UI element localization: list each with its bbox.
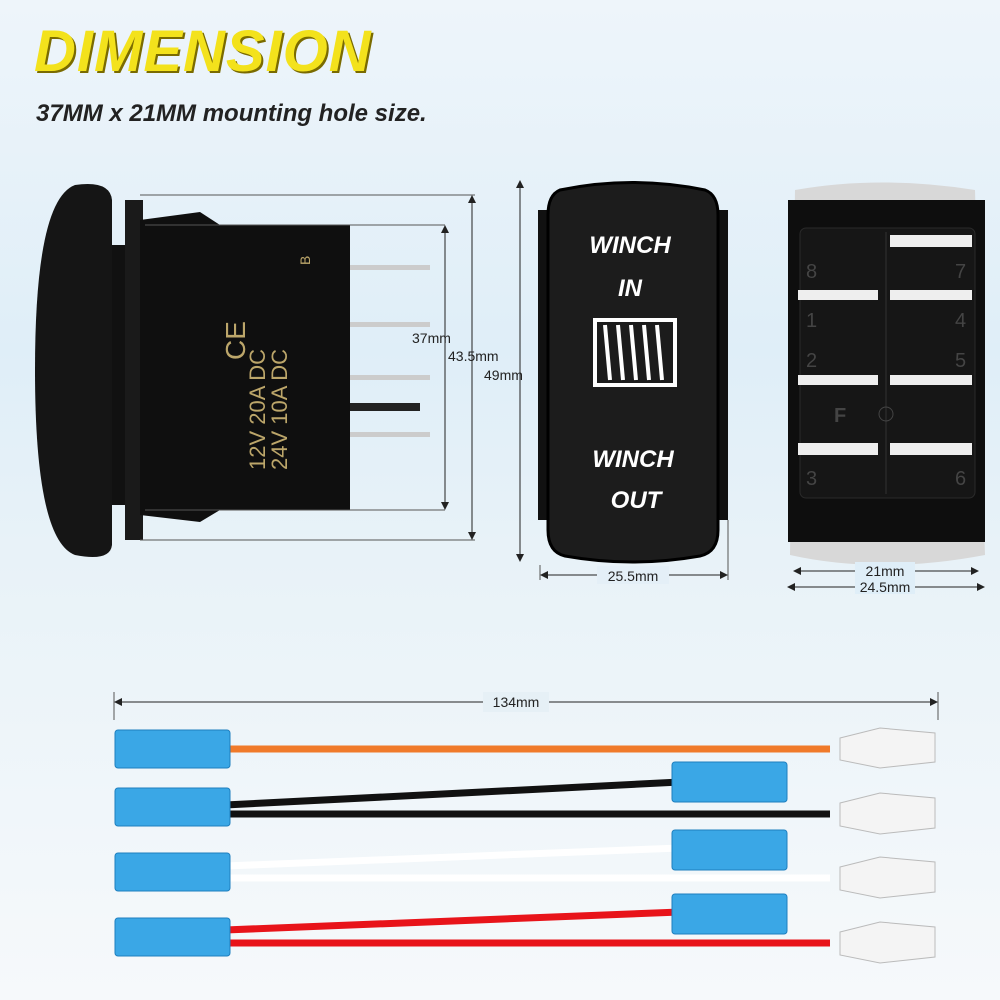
pin-2: 2: [806, 350, 817, 372]
blue-connector: [671, 893, 788, 935]
black-wire-1: [224, 778, 681, 809]
pin-7: 7: [955, 261, 966, 283]
spade-terminal: [839, 792, 936, 835]
terminal: [350, 265, 430, 270]
red-wire-1: [224, 908, 681, 934]
spade-terminal: [839, 727, 936, 769]
page-title: DIMENSION: [34, 19, 372, 84]
pin-8: 8: [806, 261, 817, 283]
terminal: [350, 322, 430, 327]
pin-5: 5: [955, 350, 966, 372]
blue-connector: [114, 729, 231, 769]
front-view-switch: WINCH IN WINCH OUT 25.5mm: [538, 181, 729, 584]
spade-terminal: [839, 856, 936, 899]
dim-21mm: 21mm: [866, 563, 905, 579]
pin-1: 1: [806, 310, 817, 332]
dim-134mm: 134mm: [493, 694, 540, 710]
white-wire-1: [224, 844, 681, 870]
subtitle: 37MM x 21MM mounting hole size.: [36, 100, 427, 127]
wiring-harness: 134mm: [113, 692, 939, 964]
blue-connector: [671, 761, 788, 803]
blue-connector: [671, 829, 788, 871]
label-winch-out-1: WINCH: [592, 446, 674, 473]
label-winch-in-2: IN: [618, 275, 643, 302]
label-winch-out-2: OUT: [611, 487, 664, 514]
terminal: [350, 432, 430, 437]
blue-connector: [114, 917, 231, 957]
winch-drum-icon: [593, 318, 677, 387]
terminal: [350, 403, 420, 411]
terminal: [350, 375, 430, 380]
dim-37mm: 37mm: [412, 330, 451, 346]
spade-terminal: [839, 921, 936, 964]
dim-25-5mm: 25.5mm: [608, 568, 659, 584]
pin-f: F: [834, 405, 846, 427]
dim-49mm: 49mm: [484, 367, 523, 383]
label-winch-in-1: WINCH: [589, 232, 671, 259]
blue-connector: [114, 787, 231, 827]
back-view-switch: 8 7 1 4 2 5 F 3 6 21mm 24.5mm: [787, 182, 985, 595]
blue-connector: [114, 852, 231, 892]
pin-6: 6: [955, 468, 966, 490]
mark-b: B: [297, 256, 313, 265]
dim-24-5mm: 24.5mm: [860, 579, 911, 595]
rating-12v: 12V 20A DC: [245, 349, 270, 470]
pin-4: 4: [955, 310, 966, 332]
pin-3: 3: [806, 468, 817, 490]
ce-mark: CE: [220, 321, 251, 360]
dim-43-5mm: 43.5mm: [448, 348, 499, 364]
rating-24v: 24V 10A DC: [267, 349, 292, 470]
side-view-switch: 12V 20A DC 24V 10A DC CE B 37mm 43.5mm 4…: [35, 180, 524, 562]
